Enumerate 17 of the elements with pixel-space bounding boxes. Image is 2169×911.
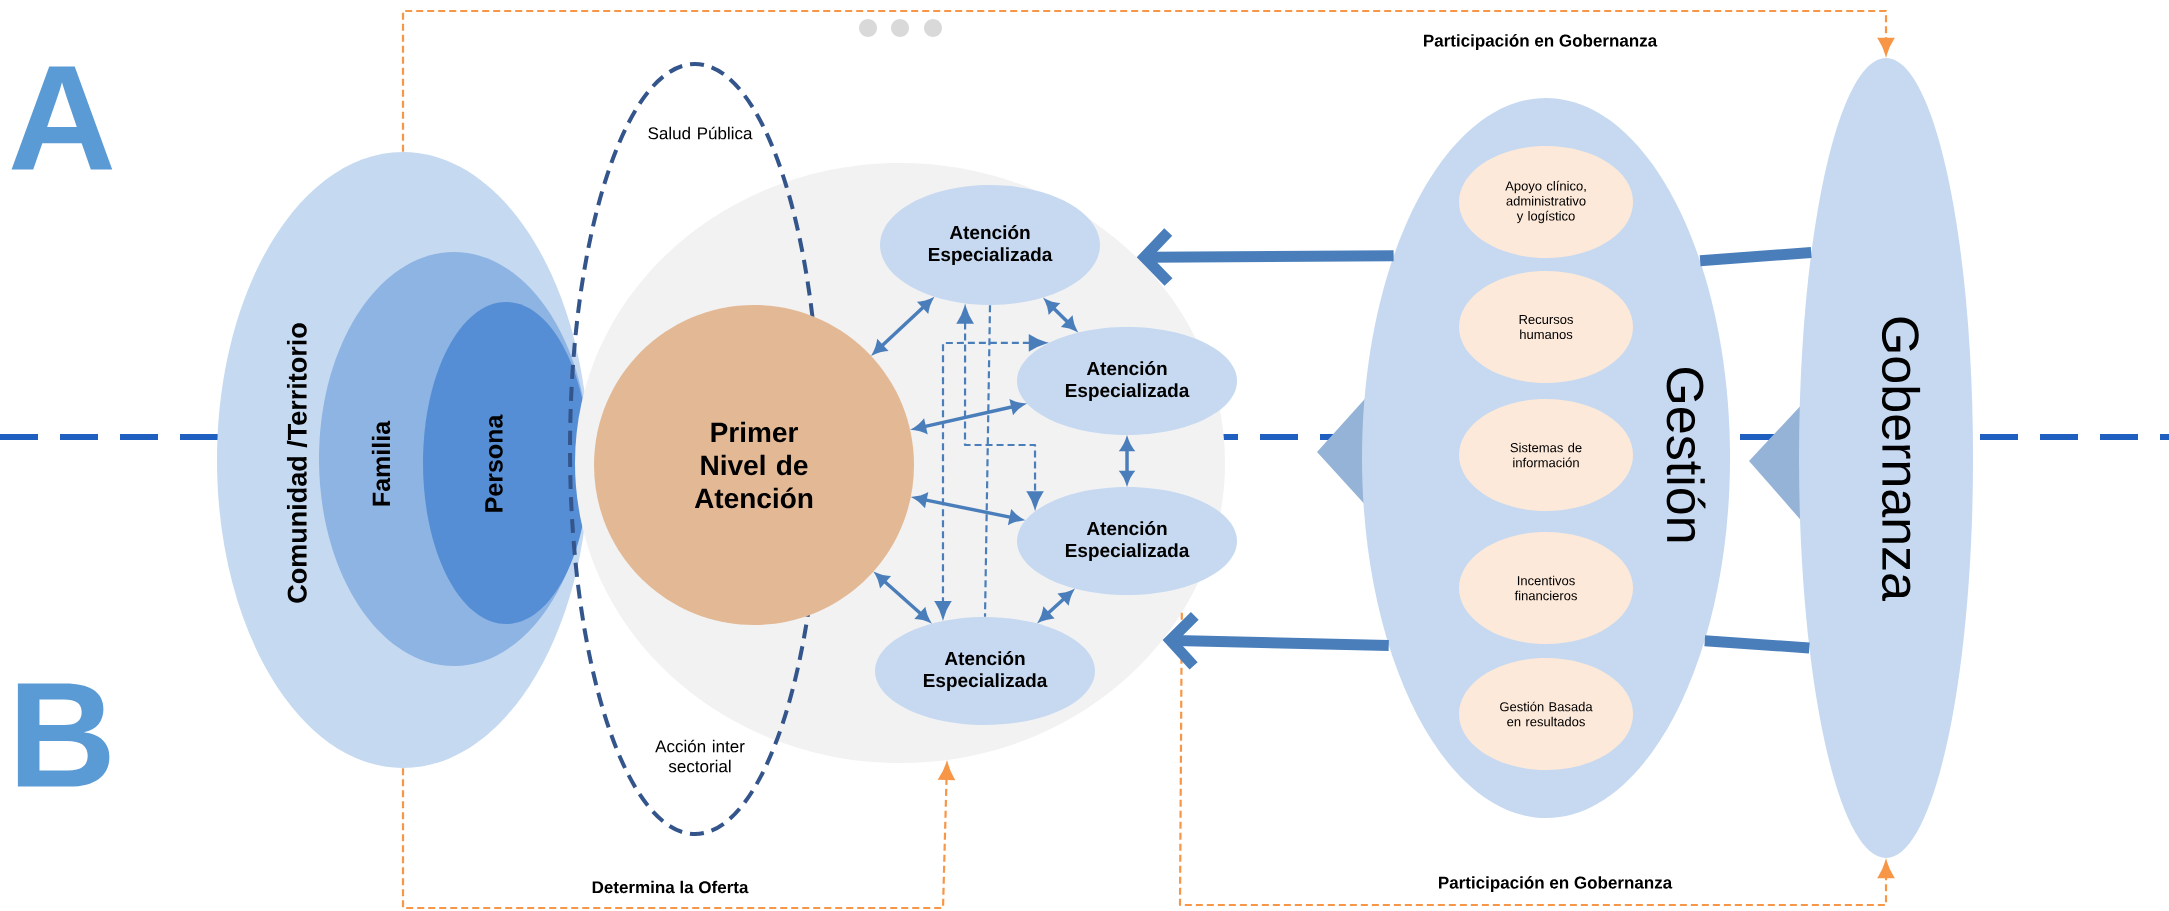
arrow	[1044, 299, 1077, 331]
panel-letter: B	[17, 683, 110, 787]
arrow	[875, 573, 930, 622]
arrow	[914, 493, 1023, 524]
edge-label: Participación en Gobernanza	[1420, 32, 1660, 52]
arrow	[873, 298, 933, 355]
arrow	[1178, 612, 1894, 907]
arrow	[935, 334, 1047, 619]
edge-label: Participación en Gobernanza	[1435, 874, 1675, 894]
arrow	[1162, 611, 1389, 670]
arrow	[401, 9, 1894, 152]
arrow	[1136, 228, 1394, 286]
arrow	[1120, 438, 1134, 484]
arrow	[401, 762, 955, 910]
panel-letter: A	[11, 66, 113, 170]
arrow	[1039, 590, 1073, 622]
edge-label: Determina la Oferta	[589, 878, 751, 896]
